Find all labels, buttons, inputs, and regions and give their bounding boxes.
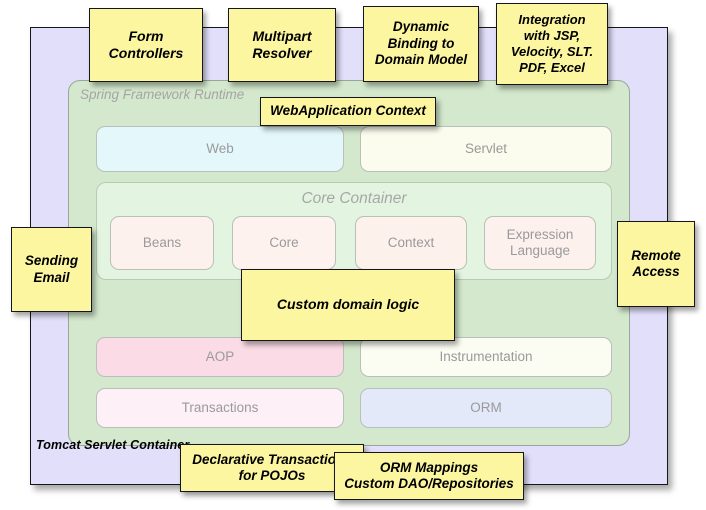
module-instrumentation[interactable]: Instrumentation: [360, 337, 612, 377]
note-custom-domain-logic[interactable]: Custom domain logic: [241, 269, 455, 341]
note-integration-views-text: Integration with JSP, Velocity, SLT. PDF…: [510, 12, 594, 75]
note-custom-domain-logic-text: Custom domain logic: [276, 296, 420, 313]
note-form-controllers[interactable]: Form Controllers: [89, 8, 203, 82]
spring-framework-runtime-label: Spring Framework Runtime: [80, 87, 245, 102]
note-remote-access-text: Remote Access: [631, 247, 681, 279]
note-integration-views[interactable]: Integration with JSP, Velocity, SLT. PDF…: [496, 3, 608, 85]
note-orm-mappings-text: ORM Mappings Custom DAO/Repositories: [344, 459, 514, 491]
module-beans-label: Beans: [142, 235, 182, 251]
module-servlet[interactable]: Servlet: [360, 126, 612, 172]
module-transactions-label: Transactions: [181, 400, 259, 416]
note-multipart-resolver[interactable]: Multipart Resolver: [228, 8, 336, 82]
module-web-label: Web: [206, 141, 234, 157]
note-sending-email-text: Sending Email: [24, 253, 79, 285]
core-container-label: Core Container: [301, 190, 407, 207]
note-sending-email[interactable]: Sending Email: [11, 227, 92, 312]
module-servlet-label: Servlet: [464, 141, 508, 157]
module-core-label: Core: [269, 235, 299, 251]
module-context[interactable]: Context: [355, 216, 467, 270]
note-remote-access[interactable]: Remote Access: [617, 221, 695, 307]
module-web[interactable]: Web: [96, 126, 344, 172]
module-expression-language[interactable]: Expression Language: [484, 216, 596, 270]
module-expression-language-label: Expression Language: [506, 227, 574, 258]
module-transactions[interactable]: Transactions: [96, 388, 344, 428]
note-dynamic-binding[interactable]: Dynamic Binding to Domain Model: [363, 6, 479, 82]
module-beans[interactable]: Beans: [110, 216, 214, 270]
module-core[interactable]: Core: [232, 216, 336, 270]
note-webapplication-context[interactable]: WebApplication Context: [260, 97, 436, 126]
module-orm[interactable]: ORM: [360, 388, 612, 428]
note-declarative-transactions-text: Declarative Transactions for POJOs: [192, 451, 352, 483]
tomcat-servlet-container-label: Tomcat Servlet Container: [36, 438, 190, 452]
module-aop[interactable]: AOP: [96, 337, 344, 377]
module-context-label: Context: [387, 235, 435, 251]
note-declarative-transactions[interactable]: Declarative Transactions for POJOs: [180, 444, 364, 492]
note-webapplication-context-text: WebApplication Context: [270, 103, 426, 119]
module-orm-label: ORM: [470, 400, 502, 416]
module-aop-label: AOP: [205, 349, 235, 365]
note-form-controllers-text: Form Controllers: [108, 27, 184, 61]
note-orm-mappings[interactable]: ORM Mappings Custom DAO/Repositories: [334, 452, 524, 500]
note-multipart-resolver-text: Multipart Resolver: [252, 27, 312, 61]
note-dynamic-binding-text: Dynamic Binding to Domain Model: [374, 19, 468, 68]
module-instrumentation-label: Instrumentation: [439, 349, 533, 365]
